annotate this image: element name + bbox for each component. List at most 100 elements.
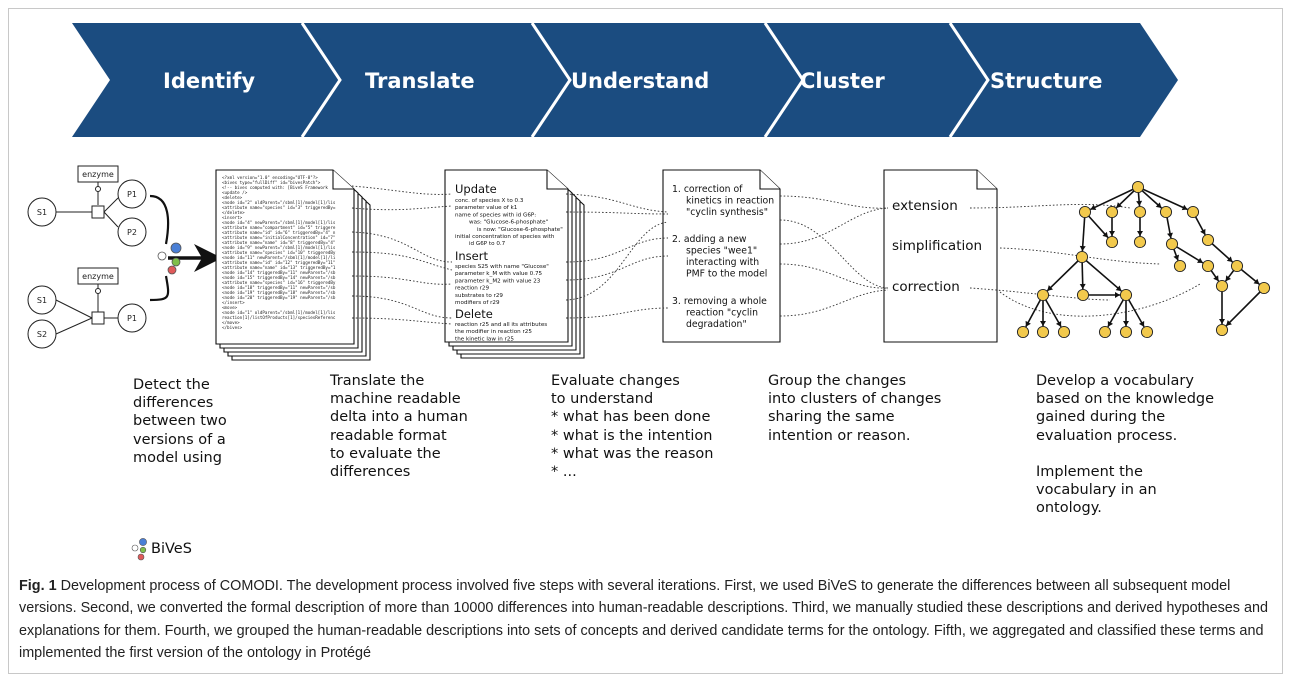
explanation-line: 3. removing a whole [672, 296, 767, 307]
update-heading: Update [455, 182, 497, 196]
xml-line: <node id="14" triggeredBy="11" newParent… [222, 270, 336, 275]
tree-node [1105, 235, 1119, 249]
chevron-identify [72, 23, 340, 137]
identify-tool-label: BiVeS [151, 541, 192, 557]
tree-arrowhead [1226, 256, 1233, 262]
chevron-translate [302, 23, 570, 137]
tree-node [1078, 205, 1092, 219]
xml-line: <attribute name="compartment" id="5" tri… [222, 225, 336, 230]
xml-line: <node id="1" oldParent="/sbml[1]/model[1… [222, 310, 336, 315]
understand-description: Evaluate changes to understand * what ha… [551, 373, 714, 481]
xml-line: <node id="19" triggeredBy="18" newParent… [222, 290, 336, 295]
xml-line: <attribute name="name" id="8" triggeredB… [222, 240, 335, 245]
compare-arrow [149, 194, 222, 302]
step-label-translate: Translate [365, 69, 475, 93]
tree-edge [1225, 287, 1265, 327]
tree-arrowhead [1040, 321, 1046, 326]
caption-label: Fig. 1 [19, 578, 57, 594]
reaction-box-2 [91, 311, 105, 325]
insert-line: substrates to r29 [455, 293, 503, 299]
xml-delta-document: <?xml version="1.0" encoding="UTF-8"?><b… [215, 169, 371, 361]
tree-node [1201, 259, 1215, 273]
insert-line: modifiers of r29 [455, 300, 500, 306]
tree-arrowhead [1055, 320, 1062, 327]
tree-arrowhead [1090, 204, 1097, 211]
tree-arrowhead [1167, 232, 1173, 239]
update-line: conc. of species X to 0.3 [455, 198, 524, 204]
xml-line: </bives> [222, 325, 243, 330]
explanation-line: 2. adding a new [672, 234, 747, 245]
svg-text:S1: S1 [37, 208, 47, 217]
update-line: is now: "Glucose-6-phosphate" [477, 227, 563, 233]
identify-description: Detect the differences between two versi… [133, 377, 227, 466]
human-readable-document: Update conc. of species X to 0.3paramete… [444, 169, 585, 359]
update-line: name of species with id G6P: [455, 212, 536, 218]
xml-line: <!-- bives computed with: [BiveS Framewo… [222, 185, 328, 190]
tree-node [1119, 288, 1133, 302]
chevron-banner: Identify Translate Understand Cluster St… [72, 22, 1178, 138]
explanation-line: "cyclin synthesis" [686, 207, 768, 218]
tree-arrowhead [1137, 231, 1143, 236]
tree-node [1133, 205, 1147, 219]
insert-heading: Insert [455, 249, 488, 263]
xml-line: <attribute name="initialConcentration" i… [222, 235, 335, 240]
xml-line: <insert> [222, 215, 243, 220]
tree-node [1105, 205, 1119, 219]
xml-line: reaction[1]/listOfProducts[1]/speciesRef… [222, 315, 336, 320]
svg-text:enzyme: enzyme [82, 272, 114, 281]
svg-text:P2: P2 [127, 228, 137, 237]
species-p2 [117, 217, 147, 247]
tree-arrowhead [1213, 275, 1219, 282]
explanation-line: species "wee1" [686, 246, 757, 257]
tree-node [1201, 233, 1215, 247]
xml-line: <node id="20" triggeredBy="19" newParent… [222, 295, 336, 300]
step-label-structure: Structure [990, 69, 1103, 93]
tree-arrowhead [1219, 319, 1225, 324]
translate-description: Translate the machine readable delta int… [330, 373, 468, 481]
update-line: parameter value of k1 [455, 205, 518, 211]
tree-node [1131, 180, 1145, 194]
tree-node [1165, 237, 1179, 251]
caption-text: Development process of COMODI. The devel… [19, 578, 1268, 661]
tree-arrowhead [1025, 320, 1031, 327]
xml-line: <node id="18" triggeredBy="11" newParent… [222, 285, 336, 290]
tree-edge [1107, 294, 1127, 328]
xml-line: <attribute name="name" id="13" triggered… [222, 265, 336, 270]
delete-line: the modifier in reaction r25 [455, 329, 532, 335]
cluster-correction: correction [892, 279, 960, 295]
tree-arrowhead [1079, 283, 1086, 290]
tree-edge [1042, 294, 1062, 328]
tree-node [1075, 250, 1089, 264]
insert-line: parameter k_M2 with value 23 [455, 278, 541, 284]
chevron-cluster [765, 23, 988, 137]
tree-arrowhead [1079, 245, 1086, 252]
bives-small-icon [131, 538, 147, 561]
tree-node [1016, 325, 1030, 339]
tree-node [1186, 205, 1200, 219]
tree-edge [1137, 186, 1188, 211]
tree-node [1159, 205, 1173, 219]
tree-node [1133, 235, 1147, 249]
explanation-line: interacting with [686, 257, 759, 268]
xml-line: </move> [222, 320, 240, 325]
tree-arrowhead [1173, 254, 1180, 261]
tree-node [1173, 259, 1187, 273]
tree-node [1140, 325, 1154, 339]
enzyme-box-2 [77, 267, 119, 285]
species-p1-2 [117, 303, 147, 333]
tree-edge [1081, 211, 1086, 252]
bives-logo-icon [157, 242, 182, 275]
tree-node [1036, 288, 1050, 302]
process-diagram: Identify Translate Understand Cluster St… [27, 22, 1271, 561]
tree-arrowhead [1181, 204, 1188, 211]
species-s1 [27, 197, 57, 227]
svg-text:S1: S1 [37, 296, 47, 305]
xml-line: <update /> [222, 190, 248, 195]
xml-line: <?xml version="1.0" encoding="UTF-8"?> [222, 175, 318, 180]
xml-line: <attribute name="id" id="6" triggeredBy=… [222, 230, 336, 235]
cluster-description: Group the changes into clusters of chang… [768, 373, 942, 444]
explanation-line: 1. correction of [672, 184, 743, 195]
structure-description: Develop a vocabulary based on the knowle… [1036, 373, 1215, 517]
xml-line: <attribute name="species" id="3" trigger… [222, 205, 336, 210]
tree-edge [1090, 186, 1139, 211]
